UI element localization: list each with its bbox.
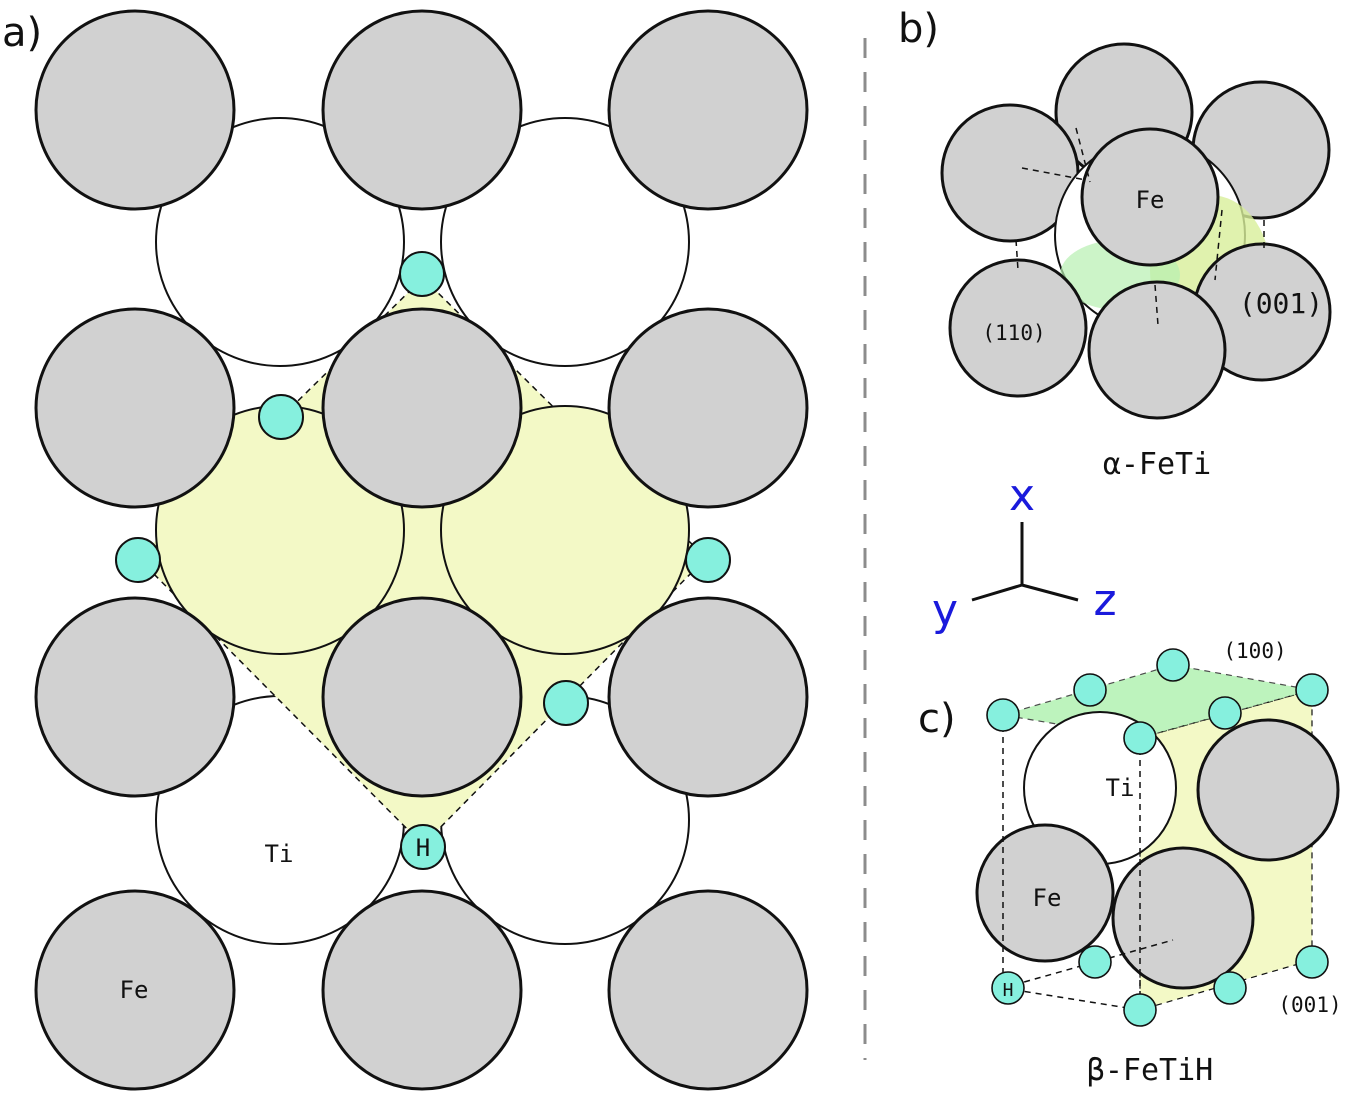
phase-label-beta: β-FeTiH	[1087, 1053, 1213, 1088]
fe-atom	[34, 9, 236, 211]
fe-atom	[1087, 280, 1227, 420]
panel-b: b) Fe (110) (001) α-FeTi	[898, 6, 1332, 482]
fe-atom	[34, 889, 236, 1091]
z-axis-label: z	[1093, 575, 1116, 626]
h-atom	[1213, 971, 1247, 1005]
fe-atom	[34, 596, 236, 798]
cell-edge	[1002, 987, 1141, 1011]
ti-atom	[155, 117, 405, 367]
bond-line	[1075, 127, 1091, 183]
fe-atom	[321, 596, 523, 798]
y-axis-label: y	[932, 585, 958, 636]
h-atom	[258, 394, 304, 440]
phase-label-alpha: α-FeTi	[1103, 447, 1211, 482]
h-atom	[1295, 673, 1329, 707]
h-atom	[543, 680, 589, 726]
ti-atom	[440, 405, 690, 655]
h-atom	[685, 537, 731, 583]
fe-atom	[321, 307, 523, 509]
panel-a-label: a)	[2, 10, 42, 56]
fe-atom	[1196, 718, 1340, 862]
bond-line	[1015, 239, 1019, 271]
plane-001-label: (001)	[1278, 993, 1341, 1017]
fe-atom	[321, 9, 523, 211]
panel-c: c) Ti Fe H (100) (001) β-FeTiH	[918, 639, 1342, 1088]
fe-atom	[607, 9, 809, 211]
h-atom	[1295, 945, 1329, 979]
fe-label: Fe	[1136, 186, 1165, 214]
bond-line	[1154, 284, 1159, 326]
h-label: H	[1003, 980, 1014, 1001]
fe-atom	[607, 307, 809, 509]
h-atom	[1156, 648, 1190, 682]
fe-atom	[1111, 846, 1255, 990]
panel-a: a) Ti Fe H	[2, 9, 809, 1091]
h-atom	[399, 251, 445, 297]
fe-label: Fe	[1033, 884, 1062, 912]
h-label: H	[416, 834, 430, 862]
h-atom	[991, 971, 1025, 1005]
fe-atom	[948, 258, 1088, 398]
x-axis-label: x	[1009, 470, 1035, 521]
axes-triad: x y z	[932, 470, 1117, 636]
ti-label: Ti	[1106, 774, 1135, 802]
h-atom	[1123, 993, 1157, 1027]
y-axis-line	[971, 583, 1023, 602]
h-atom	[400, 824, 446, 870]
ti-label: Ti	[265, 840, 294, 868]
h-atom	[115, 537, 161, 583]
fe-atom	[975, 823, 1115, 963]
h-atom	[1208, 696, 1242, 730]
fe-atom	[607, 596, 809, 798]
h-atom	[1078, 945, 1112, 979]
fe-atom	[1080, 127, 1220, 267]
bond-line	[1214, 209, 1223, 281]
fe-atom	[607, 889, 809, 1091]
fe-label: Fe	[120, 976, 149, 1004]
h-atom	[1123, 721, 1157, 755]
ti-atom	[440, 117, 690, 367]
plane-001-label: (001)	[1239, 287, 1323, 320]
fe-atom	[34, 307, 236, 509]
plane-110-label: (110)	[982, 321, 1045, 345]
fe-atom	[321, 889, 523, 1091]
h-atom	[986, 698, 1020, 732]
panel-b-label: b)	[898, 6, 939, 52]
plane-100-label: (100)	[1223, 639, 1286, 663]
h-atom	[1073, 673, 1107, 707]
z-axis-line	[1021, 583, 1079, 602]
panel-c-label: c)	[918, 696, 956, 742]
